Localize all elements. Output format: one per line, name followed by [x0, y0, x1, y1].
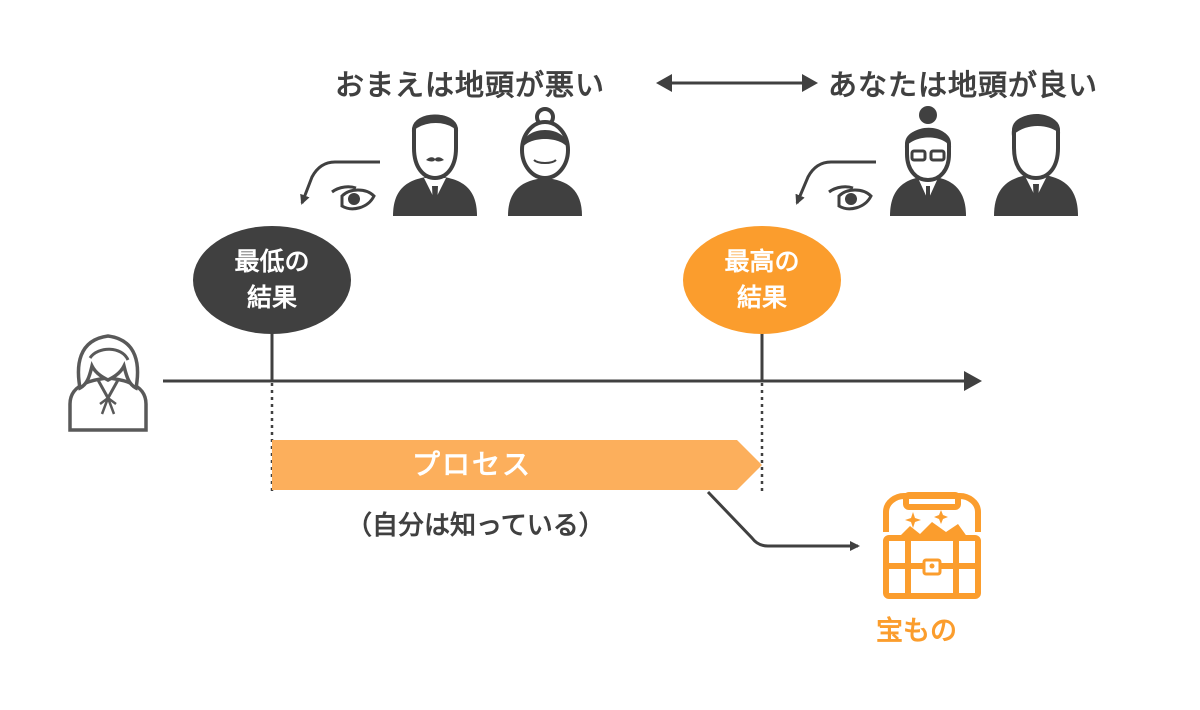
gaze-arrow-high — [795, 160, 876, 205]
right-label: あなたは地頭が良い — [828, 68, 1099, 102]
timeline-axis — [163, 371, 982, 391]
businessman-icon — [994, 113, 1078, 216]
gaze-arrow-low — [300, 160, 380, 205]
woman-glasses-icon — [890, 106, 966, 216]
eye-icon — [331, 185, 376, 211]
treasure-contents — [898, 510, 968, 576]
high-result-line2: 結果 — [736, 283, 787, 312]
treasure-label: 宝もの — [876, 616, 957, 647]
low-result-line2: 結果 — [246, 283, 297, 312]
treasure-arrow — [706, 490, 860, 551]
high-result-bubble: 最高の 結果 — [683, 226, 841, 334]
low-result-line1: 最低の — [234, 247, 310, 276]
double-arrow — [656, 74, 818, 92]
eye-icon — [828, 185, 873, 211]
girl-icon — [68, 334, 148, 432]
treasure-chest-icon — [883, 492, 981, 599]
high-result-line1: 最高の — [724, 247, 800, 276]
low-result-bubble: 最低の 結果 — [193, 226, 351, 334]
process-arrow — [272, 440, 762, 490]
left-label: おまえは地頭が悪い — [335, 68, 606, 102]
process-label: プロセス — [411, 448, 532, 481]
old-woman-icon — [508, 107, 582, 216]
man-mustache-icon — [393, 114, 477, 216]
process-note: （自分は知っている） — [346, 511, 605, 541]
